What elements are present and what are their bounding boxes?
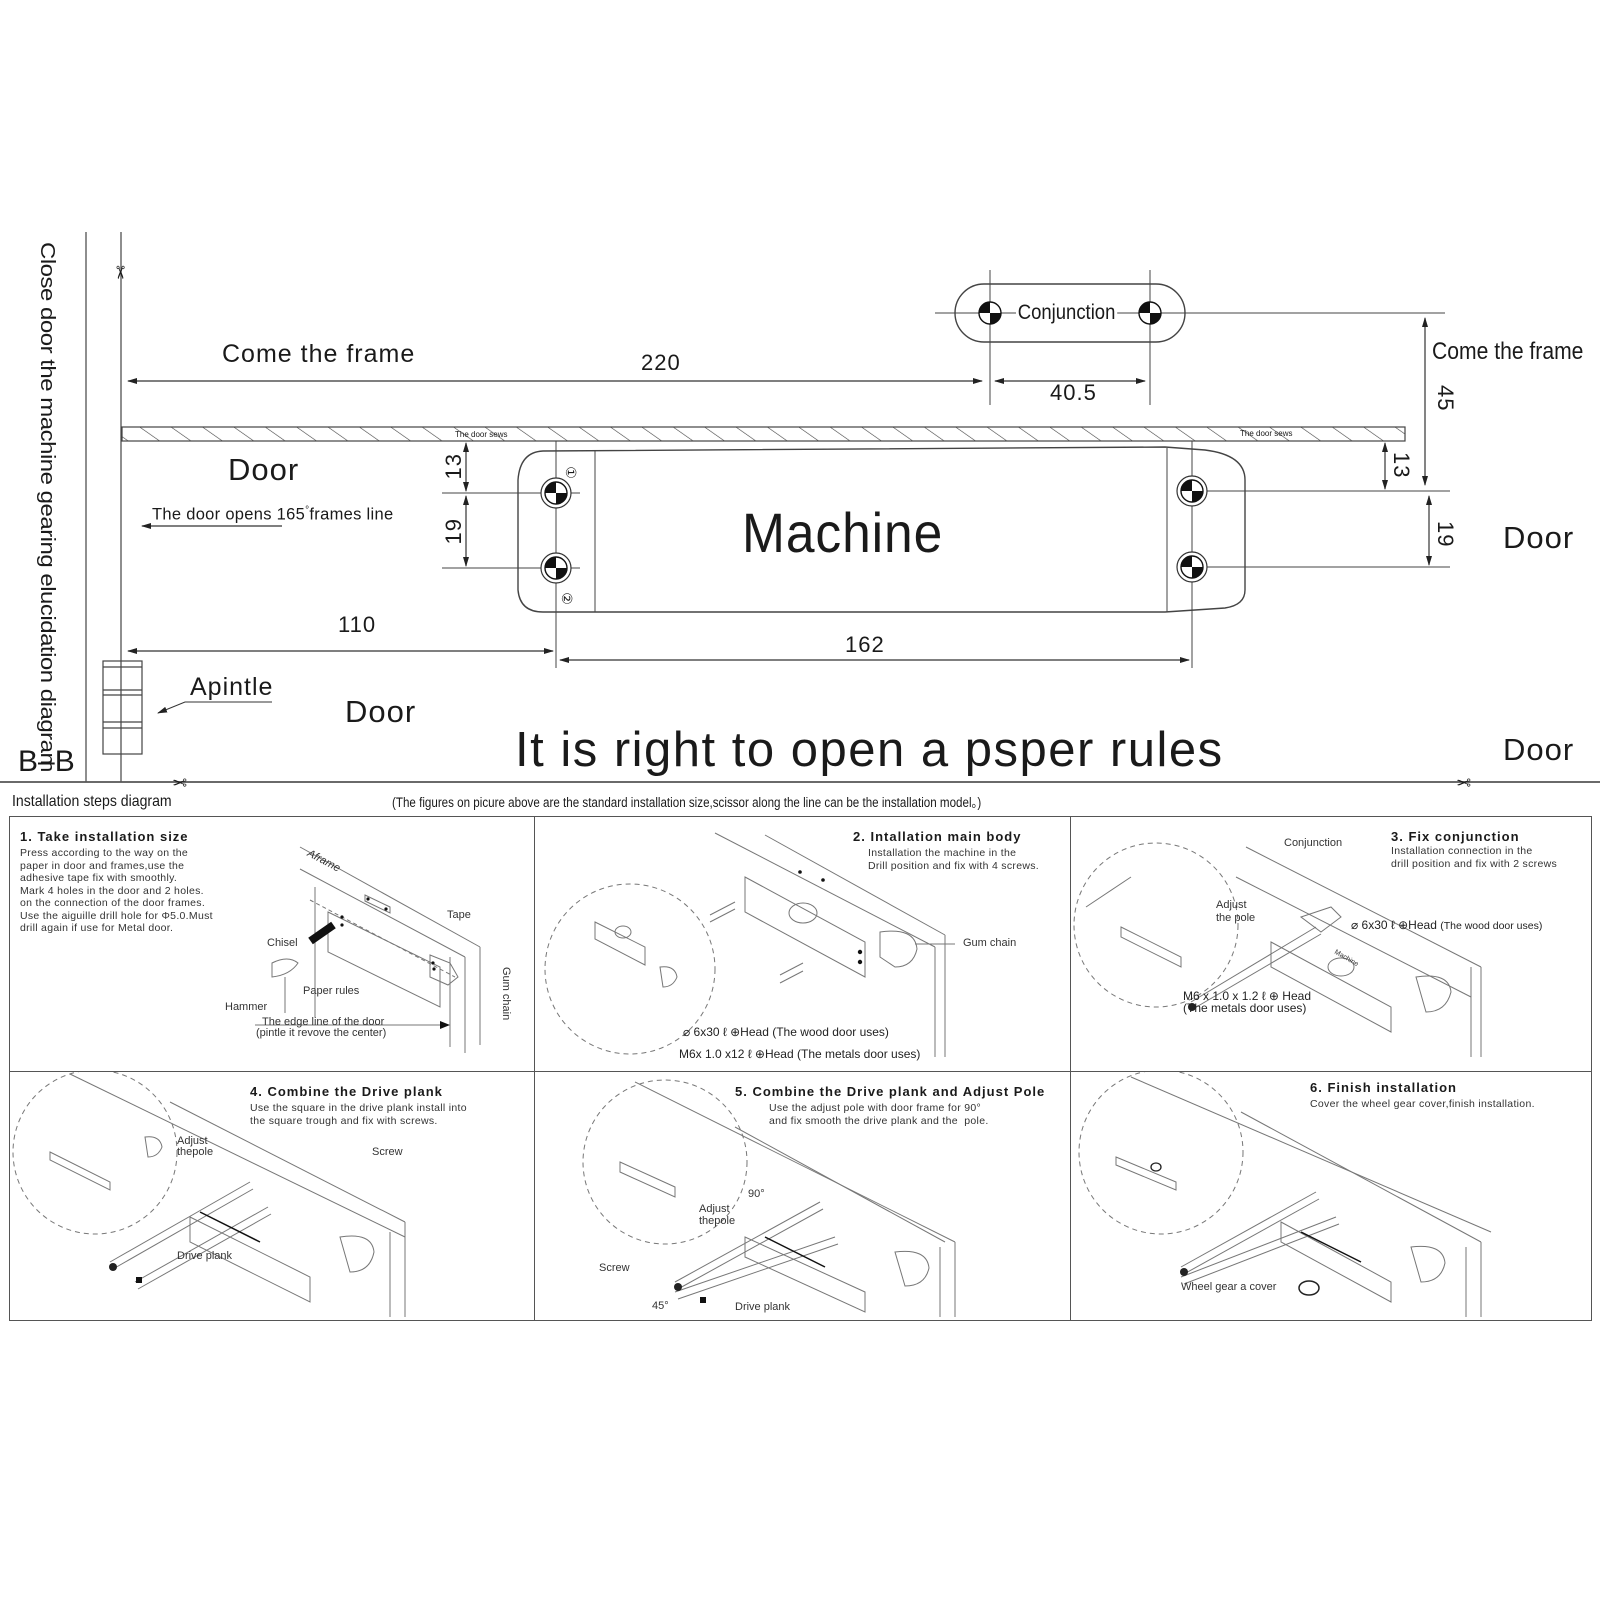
step-panel-6: 6. Finish installation Cover the wheel g… — [1070, 1071, 1592, 1321]
screw-callout: Screw — [599, 1262, 630, 1274]
dim-13-right: 13 — [1389, 452, 1414, 479]
hole-markers — [540, 301, 1208, 584]
adjust-pole-callout: Adjust the pole — [1216, 899, 1256, 924]
door-label-lower-left: Door — [345, 694, 417, 729]
step-5-illustration — [582, 1079, 956, 1317]
wood-screw-spec: ⌀ 6x30 ℓ ⊕Head (The wood door uses) — [683, 1025, 889, 1039]
step-2-illustration — [544, 832, 955, 1057]
hole-marker-icon — [1176, 551, 1208, 583]
screw-callout: Screw — [372, 1146, 403, 1158]
step-panel-1: 1. Take installation size Press accordin… — [9, 816, 535, 1072]
tape-label: Tape — [447, 909, 471, 921]
hole-2-label: ② — [558, 592, 575, 605]
step-6-title: 6. Finish installation — [1310, 1080, 1457, 1095]
step-1-illustration — [255, 846, 481, 1053]
hole-marker-icon — [1138, 301, 1162, 325]
step-3-description: Installation connection in the drill pos… — [1391, 845, 1558, 870]
adjust-pole-callout: Adjust thepole — [699, 1203, 736, 1227]
drive-plank-callout: Drive plank — [735, 1301, 791, 1313]
door-opens-text: The door opens 165 — [152, 505, 306, 524]
angle-45-callout: 45° — [652, 1300, 669, 1312]
scissors-icon: ✂ — [172, 772, 188, 792]
adjust-pole-callout: Adjust thepole — [177, 1135, 214, 1158]
step-panel-5: 5. Combine the Drive plank and Adjust Po… — [534, 1071, 1071, 1321]
template-diagram-lines — [0, 232, 1600, 783]
step-panel-2: 2. Intallation main body Installation th… — [534, 816, 1071, 1072]
door-opens-label: The door opens 165°frames line — [152, 505, 393, 525]
wood-screw-text: ⌀ 6x30 ℓ ⊕Head — [1351, 918, 1437, 932]
conjunction-label: Conjunction — [1016, 301, 1118, 325]
metal-screw-note: (The metals door uses) — [1183, 1001, 1307, 1015]
hammer-label: Hammer — [225, 1001, 268, 1013]
scissors-icon: ✂ — [1456, 772, 1472, 792]
side-title: Close door the machine gearing elucidati… — [35, 242, 59, 772]
main-caption: It is right to open a psper rules — [515, 723, 1224, 777]
wood-screw-spec: ⌀ 6x30 ℓ ⊕Head (The wood door uses) — [1351, 918, 1542, 932]
door-sews-left-label: The door sews — [455, 430, 508, 439]
hole-marker-icon — [540, 477, 572, 509]
dim-110: 110 — [338, 612, 377, 637]
gum-chain-label: Gum chain — [500, 967, 512, 1021]
section-label: B–B — [18, 745, 75, 778]
hole-1-label: ① — [562, 466, 579, 479]
step-1-title: 1. Take installation size — [20, 829, 189, 844]
dim-162: 162 — [845, 632, 885, 657]
machine-body — [517, 446, 1246, 613]
dim-40-5: 40.5 — [1050, 380, 1097, 405]
dim-220: 220 — [641, 350, 681, 375]
chisel-label: Chisel — [267, 937, 298, 949]
hole-marker-icon — [978, 301, 1002, 325]
step-2-description: Installation the machine in the Drill po… — [868, 847, 1039, 872]
conjunction-callout: Conjunction — [1284, 837, 1343, 849]
dim-19-left: 19 — [441, 518, 466, 545]
come-the-frame-right-label: Come the frame — [1432, 338, 1584, 365]
step-6-description: Cover the wheel gear cover,finish instal… — [1310, 1098, 1535, 1110]
drive-plank-callout: Drive plank — [177, 1250, 233, 1262]
dim-45: 45 — [1433, 385, 1458, 412]
step-panel-4: 4. Combine the Drive plank Use the squar… — [9, 1071, 535, 1321]
apintle-label: Apintle — [190, 673, 274, 701]
step-3-illustration — [1073, 842, 1482, 1057]
edge-line-label: The edge line of the door — [262, 1016, 385, 1028]
door-frame-hatch — [121, 426, 1406, 442]
hole-marker-icon — [1176, 475, 1208, 507]
degree-sign: ° — [305, 505, 310, 516]
door-label-upper-right: Door — [1503, 520, 1575, 555]
pintle-hinge — [102, 660, 143, 755]
paper-rules-label: Paper rules — [303, 985, 360, 997]
apintle-leader — [157, 701, 272, 714]
frames-line-text: frames line — [309, 505, 394, 524]
door-label-lower-right: Door — [1503, 732, 1575, 767]
angle-90-callout: 90° — [748, 1188, 765, 1200]
edge-line-sub-label: (pintle it revove the center) — [256, 1027, 387, 1039]
metal-screw-spec: M6 x 1.0 x 1.2 ℓ ⊕ Head — [1183, 989, 1311, 1003]
machine-label: Machine — [742, 501, 944, 564]
door-label-upper-left: Door — [228, 452, 300, 487]
step-4-title: 4. Combine the Drive plank — [250, 1084, 443, 1099]
installation-heading: Installation steps diagram — [12, 793, 172, 810]
metal-screw-spec: M6x 1.0 x12 ℓ ⊕Head (The metals door use… — [679, 1047, 921, 1061]
scissors-icon: ✂ — [110, 264, 131, 281]
step-panel-3: 3. Fix conjunction Installation connecti… — [1070, 816, 1592, 1072]
installation-note: (The figures on picure above are the sta… — [392, 795, 982, 810]
step-5-description: Use the adjust pole with door frame for … — [769, 1102, 989, 1127]
come-the-frame-left-label: Come the frame — [222, 340, 416, 368]
gum-chain-label: Gum chain — [963, 937, 1017, 949]
dim-19-right: 19 — [1433, 521, 1458, 548]
wood-screw-note: (The wood door uses) — [1440, 920, 1543, 932]
door-sews-right-label: The door sews — [1240, 429, 1293, 438]
hole-marker-icon — [540, 552, 572, 584]
step-1-description: Press according to the way on the paper … — [20, 847, 213, 934]
step-4-illustration — [12, 1072, 406, 1317]
step-4-description: Use the square in the drive plank instal… — [250, 1102, 467, 1127]
step-5-title: 5. Combine the Drive plank and Adjust Po… — [735, 1084, 1046, 1099]
step-3-title: 3. Fix conjunction — [1391, 829, 1520, 844]
wheel-gear-cover-callout: Wheel gear a cover — [1181, 1281, 1277, 1293]
step-2-title: 2. Intallation main body — [853, 829, 1022, 844]
dim-13-left: 13 — [441, 453, 466, 480]
step-6-illustration — [1078, 1072, 1492, 1317]
